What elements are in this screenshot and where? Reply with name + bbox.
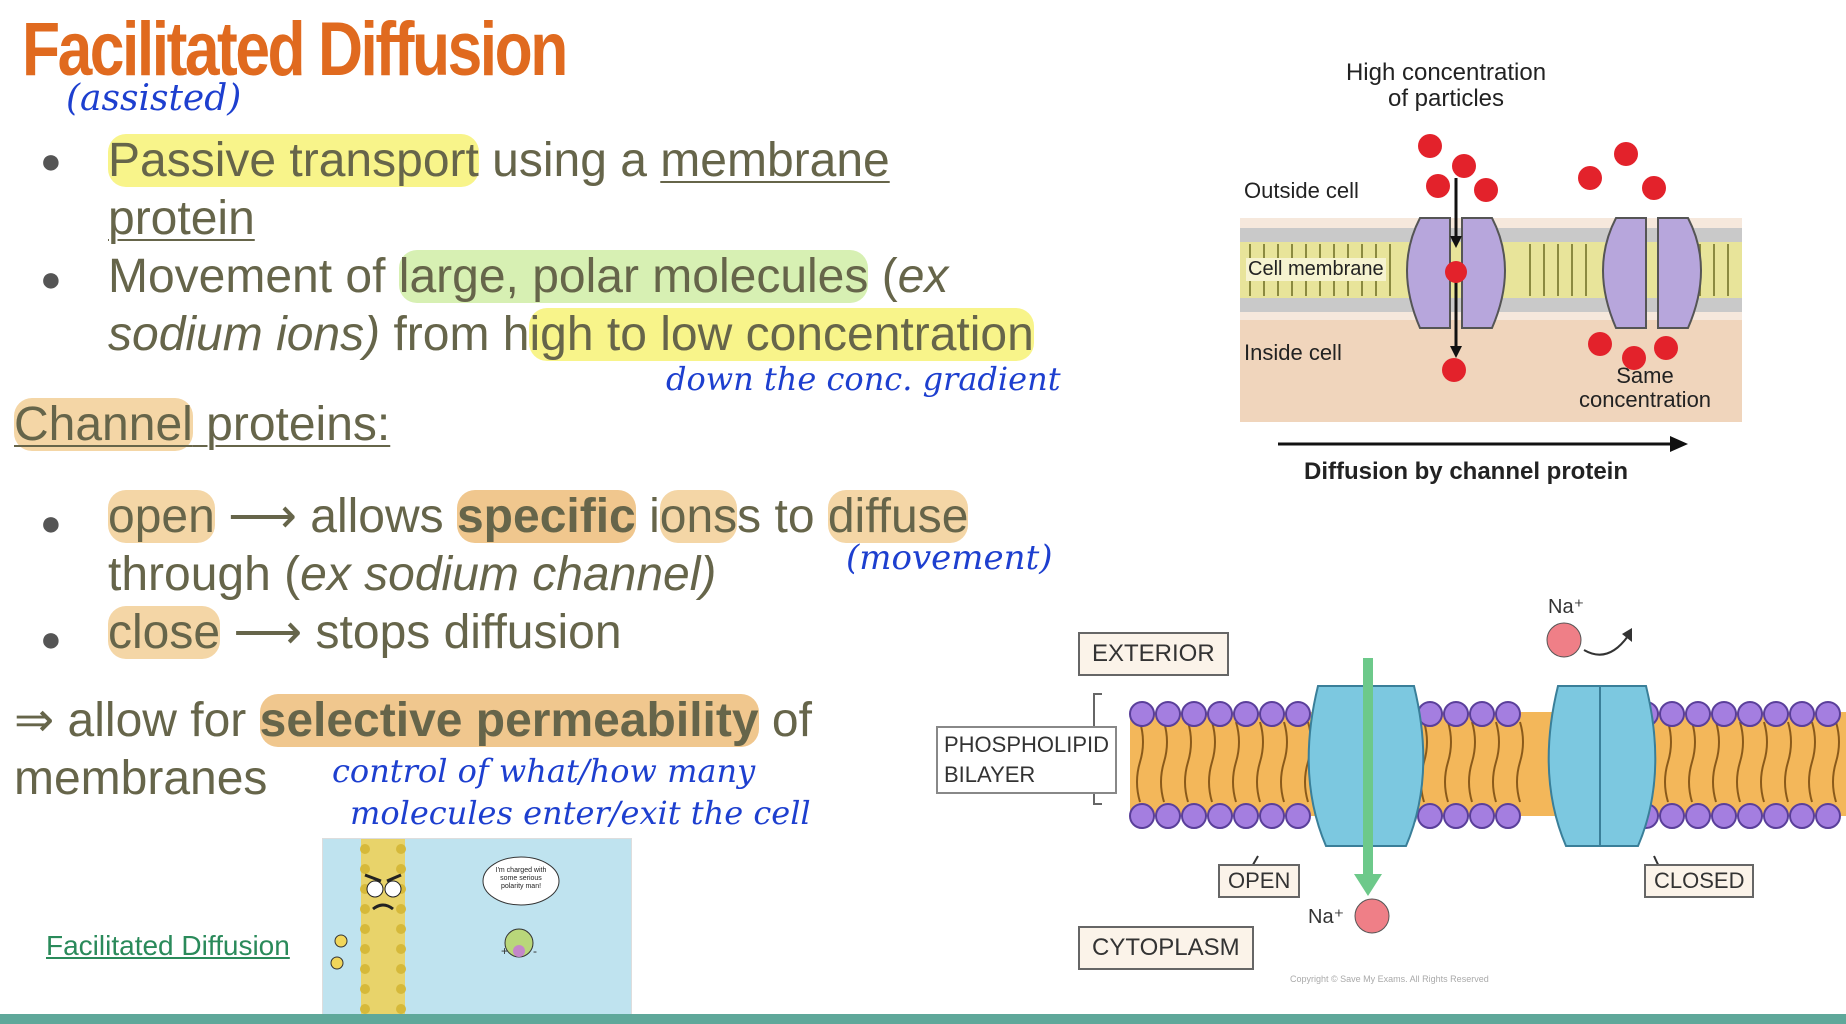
open-label: OPEN — [1218, 864, 1301, 898]
label-line: concentration — [1578, 387, 1712, 412]
conclusion-text: ⇒ allow for — [14, 694, 260, 747]
page-title: Facilitated Diffusion — [22, 7, 568, 92]
copyright-text: Copyright © Save My Exams. All Rights Re… — [1290, 974, 1489, 984]
conclusion-line2: membranes — [14, 752, 268, 805]
bullet-text: ⟶ allows — [214, 490, 457, 543]
bullet-text-italic: ex sodium channel) — [300, 548, 717, 601]
cell-membrane-label: Cell membrane — [1246, 258, 1386, 281]
highlight-ions: ons — [659, 490, 738, 543]
highlight-passive-transport: Passive transport — [108, 134, 479, 187]
label-line: High concentration — [1345, 59, 1547, 86]
bullet-open-line2: through (ex sodium channel) — [108, 546, 716, 604]
bullet-text: ( — [868, 250, 898, 303]
facilitated-diffusion-link[interactable]: Facilitated Diffusion — [46, 930, 290, 961]
channel-protein-diagram: High concentration of particles Outside … — [1230, 58, 1750, 498]
sodium-ion-label-bottom: Na⁺ — [1308, 906, 1345, 928]
bullet-text: i — [635, 490, 660, 543]
ion-channel-diagram: EXTERIOR PHOSPHOLIPID BILAYER OPEN CLOSE… — [930, 594, 1846, 1006]
bullet-dot: ● — [40, 140, 62, 181]
highlight-specific: specific — [456, 490, 636, 543]
bullet-dot: ● — [40, 618, 62, 659]
video-speech-bubble: I'm charged with some serious polarity m… — [495, 867, 547, 890]
bottom-accent-bar — [0, 1014, 1846, 1024]
outside-cell-label: Outside cell — [1244, 178, 1359, 203]
bullet-open: open ⟶ allows specific ionss to diffuse — [108, 488, 969, 546]
bullet-passive-transport-line2: protein — [108, 190, 255, 248]
label-line: BILAYER — [944, 762, 1036, 787]
highlight-diffuse: diffuse — [827, 490, 969, 543]
sodium-ion-label-top: Na⁺ — [1548, 596, 1585, 618]
inside-cell-label: Inside cell — [1244, 340, 1342, 365]
bullet-dot: ● — [40, 258, 62, 299]
bullet-text: ⟶ stops diffusion — [220, 606, 622, 659]
annotation-control: control of what/how many — [332, 752, 756, 790]
highlight-selective-permeability: selective permeability — [259, 694, 759, 747]
annotation-control-2: molecules enter/exit the cell — [350, 794, 811, 832]
conclusion-line1: ⇒ allow for selective permeability of — [14, 692, 812, 750]
annotation-movement: (movement) — [846, 538, 1053, 578]
heading-text: proteins: — [192, 398, 391, 451]
label-line: of particles — [1387, 85, 1505, 112]
video-thumbnail-art: + - — [330, 839, 560, 1015]
bullet-passive-transport: Passive transport using a membrane — [108, 132, 890, 190]
video-thumbnail[interactable]: + - I'm charged with some serious polari… — [322, 838, 632, 1016]
diagram-caption: Diffusion by channel protein — [1304, 458, 1629, 485]
bullet-text-italic: sodium ions) — [108, 308, 381, 361]
bullet-text: using a — [478, 134, 661, 187]
same-concentration-label: Same concentration — [1560, 364, 1730, 412]
annotation-assisted: (assisted) — [66, 78, 242, 119]
channel-protein-diagram-art — [1240, 134, 1742, 452]
highlight-channel: Channel — [14, 398, 193, 451]
cytoplasm-label: CYTOPLASM — [1078, 926, 1254, 970]
annotation-down-gradient: down the conc. gradient — [666, 360, 1061, 398]
label-line: PHOSPHOLIPID — [944, 732, 1110, 757]
highlight-open: open — [108, 490, 215, 543]
bullet-text: through ( — [108, 548, 301, 601]
bullet-text: from h — [380, 308, 530, 361]
phospholipid-bilayer-label: PHOSPHOLIPID BILAYER — [936, 726, 1118, 794]
bullet-text: s to — [737, 490, 828, 543]
bullet-movement: Movement of large, polar molecules (ex — [108, 248, 948, 306]
bullet-movement-line2: sodium ions) from high to low concentrat… — [108, 306, 1034, 364]
underline-protein: protein — [108, 192, 255, 245]
highlight-large-polar: large, polar molecules — [398, 250, 869, 303]
bullet-dot: ● — [40, 502, 62, 543]
bullet-text-italic: ex — [897, 250, 949, 303]
label-line: Same — [1616, 363, 1674, 388]
underline-membrane: membrane — [660, 134, 890, 187]
exterior-label: EXTERIOR — [1078, 632, 1229, 676]
conclusion-text: of — [758, 694, 812, 747]
svg-text:-: - — [533, 944, 537, 958]
ion-channel-diagram-art — [1093, 622, 1846, 934]
highlight-high-to-low: igh to low concentration — [529, 308, 1034, 361]
closed-label: CLOSED — [1644, 864, 1755, 898]
bullet-text: Movement of — [108, 250, 399, 303]
high-concentration-label: High concentration of particles — [1326, 60, 1566, 112]
bullet-close: close ⟶ stops diffusion — [108, 604, 622, 662]
svg-text:+: + — [501, 944, 508, 958]
channel-proteins-heading: Channel proteins: — [14, 396, 390, 454]
highlight-close: close — [108, 606, 221, 659]
